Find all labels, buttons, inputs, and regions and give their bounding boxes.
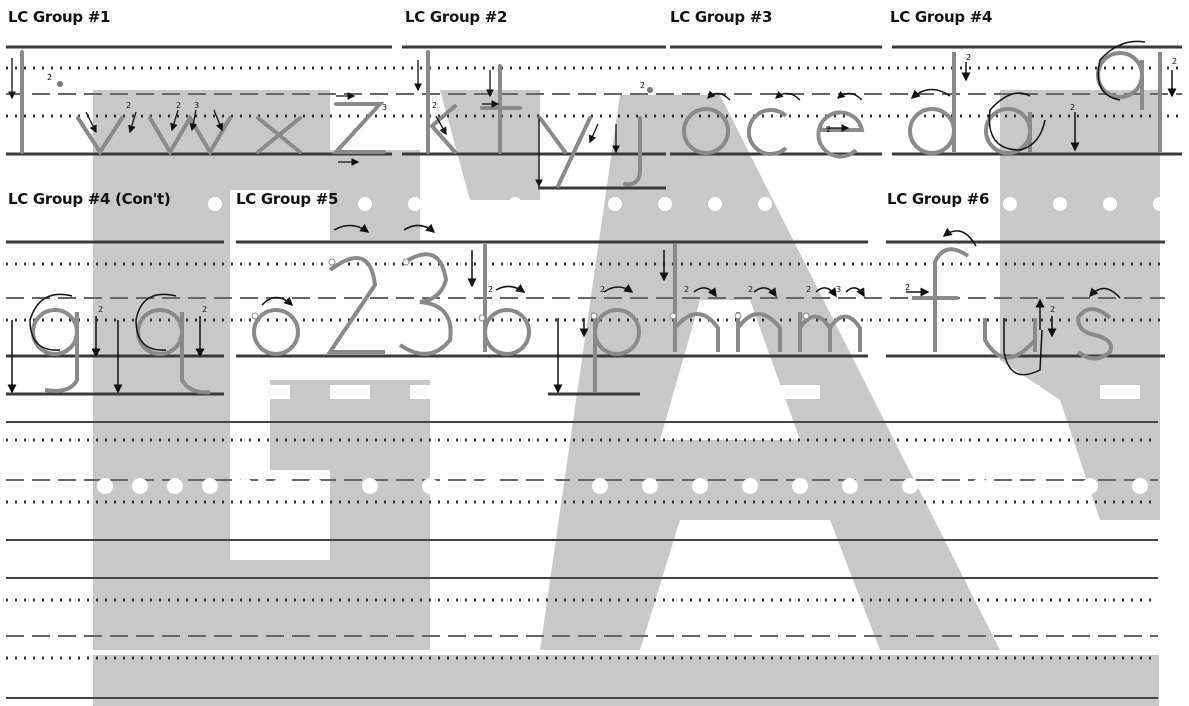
group-3-label: LC Group #3 <box>670 8 773 26</box>
group-6-letters <box>912 247 1113 361</box>
group-1-start-dot <box>57 81 63 87</box>
group-4-label: LC Group #4 <box>890 8 993 26</box>
group-5-label: LC Group #5 <box>236 190 339 208</box>
svg-text:2: 2 <box>600 285 605 294</box>
group-6-stroke-arrows <box>906 227 1121 376</box>
svg-text:2: 2 <box>432 101 437 110</box>
svg-text:2: 2 <box>748 285 753 294</box>
group-1-stroke-arrows <box>8 58 360 166</box>
svg-text:2: 2 <box>905 283 910 292</box>
svg-text:2: 2 <box>826 125 831 134</box>
group-4-cont-label: LC Group #4 (Con't) <box>8 190 171 208</box>
group-1-letters <box>20 50 386 156</box>
svg-text:2: 2 <box>806 285 811 294</box>
svg-text:2: 2 <box>47 73 52 82</box>
group-3-letters <box>682 107 865 159</box>
svg-text:2: 2 <box>202 305 207 314</box>
group-6-label: LC Group #6 <box>887 190 990 208</box>
svg-text:2: 2 <box>1050 305 1055 314</box>
group-5-letters <box>252 244 862 392</box>
group-4-cont-stroke-arrows <box>7 293 205 394</box>
white-dot-band <box>97 478 1148 494</box>
group-2-start-dot <box>647 87 653 93</box>
white-dash-band <box>230 385 1140 399</box>
svg-text:3: 3 <box>836 285 841 294</box>
group-2-letters <box>426 50 642 188</box>
svg-text:2: 2 <box>1172 57 1177 66</box>
svg-text:2: 2 <box>966 53 971 62</box>
svg-text:2: 2 <box>488 285 493 294</box>
group-2-label: LC Group #2 <box>405 8 508 26</box>
svg-text:2: 2 <box>1070 103 1075 112</box>
svg-text:2: 2 <box>684 285 689 294</box>
stroke-order-numbers: 2 2 2 3 3 2 2 2 2 2 2 2 2 2 2 2 2 3 2 2 … <box>47 53 1177 314</box>
group-5-stroke-arrows <box>261 223 865 394</box>
group-3-stroke-arrows <box>707 90 863 132</box>
practice-lines <box>6 421 1158 699</box>
group-1-label: LC Group #1 <box>8 8 111 26</box>
svg-text:2: 2 <box>176 101 181 110</box>
group-5-start-dots <box>251 258 810 322</box>
svg-text:2: 2 <box>640 81 645 90</box>
svg-text:3: 3 <box>194 101 199 110</box>
svg-text:3: 3 <box>382 103 387 112</box>
group-4-stroke-arrows <box>910 40 1177 152</box>
dot-separator-1 <box>208 197 1167 211</box>
guideline-row-1 <box>6 45 1182 190</box>
svg-text:2: 2 <box>126 101 131 110</box>
svg-text:2: 2 <box>98 305 103 314</box>
group-4-cont-letters <box>31 308 211 395</box>
guideline-row-2 <box>6 240 1165 396</box>
group-2-stroke-arrows <box>414 60 620 188</box>
